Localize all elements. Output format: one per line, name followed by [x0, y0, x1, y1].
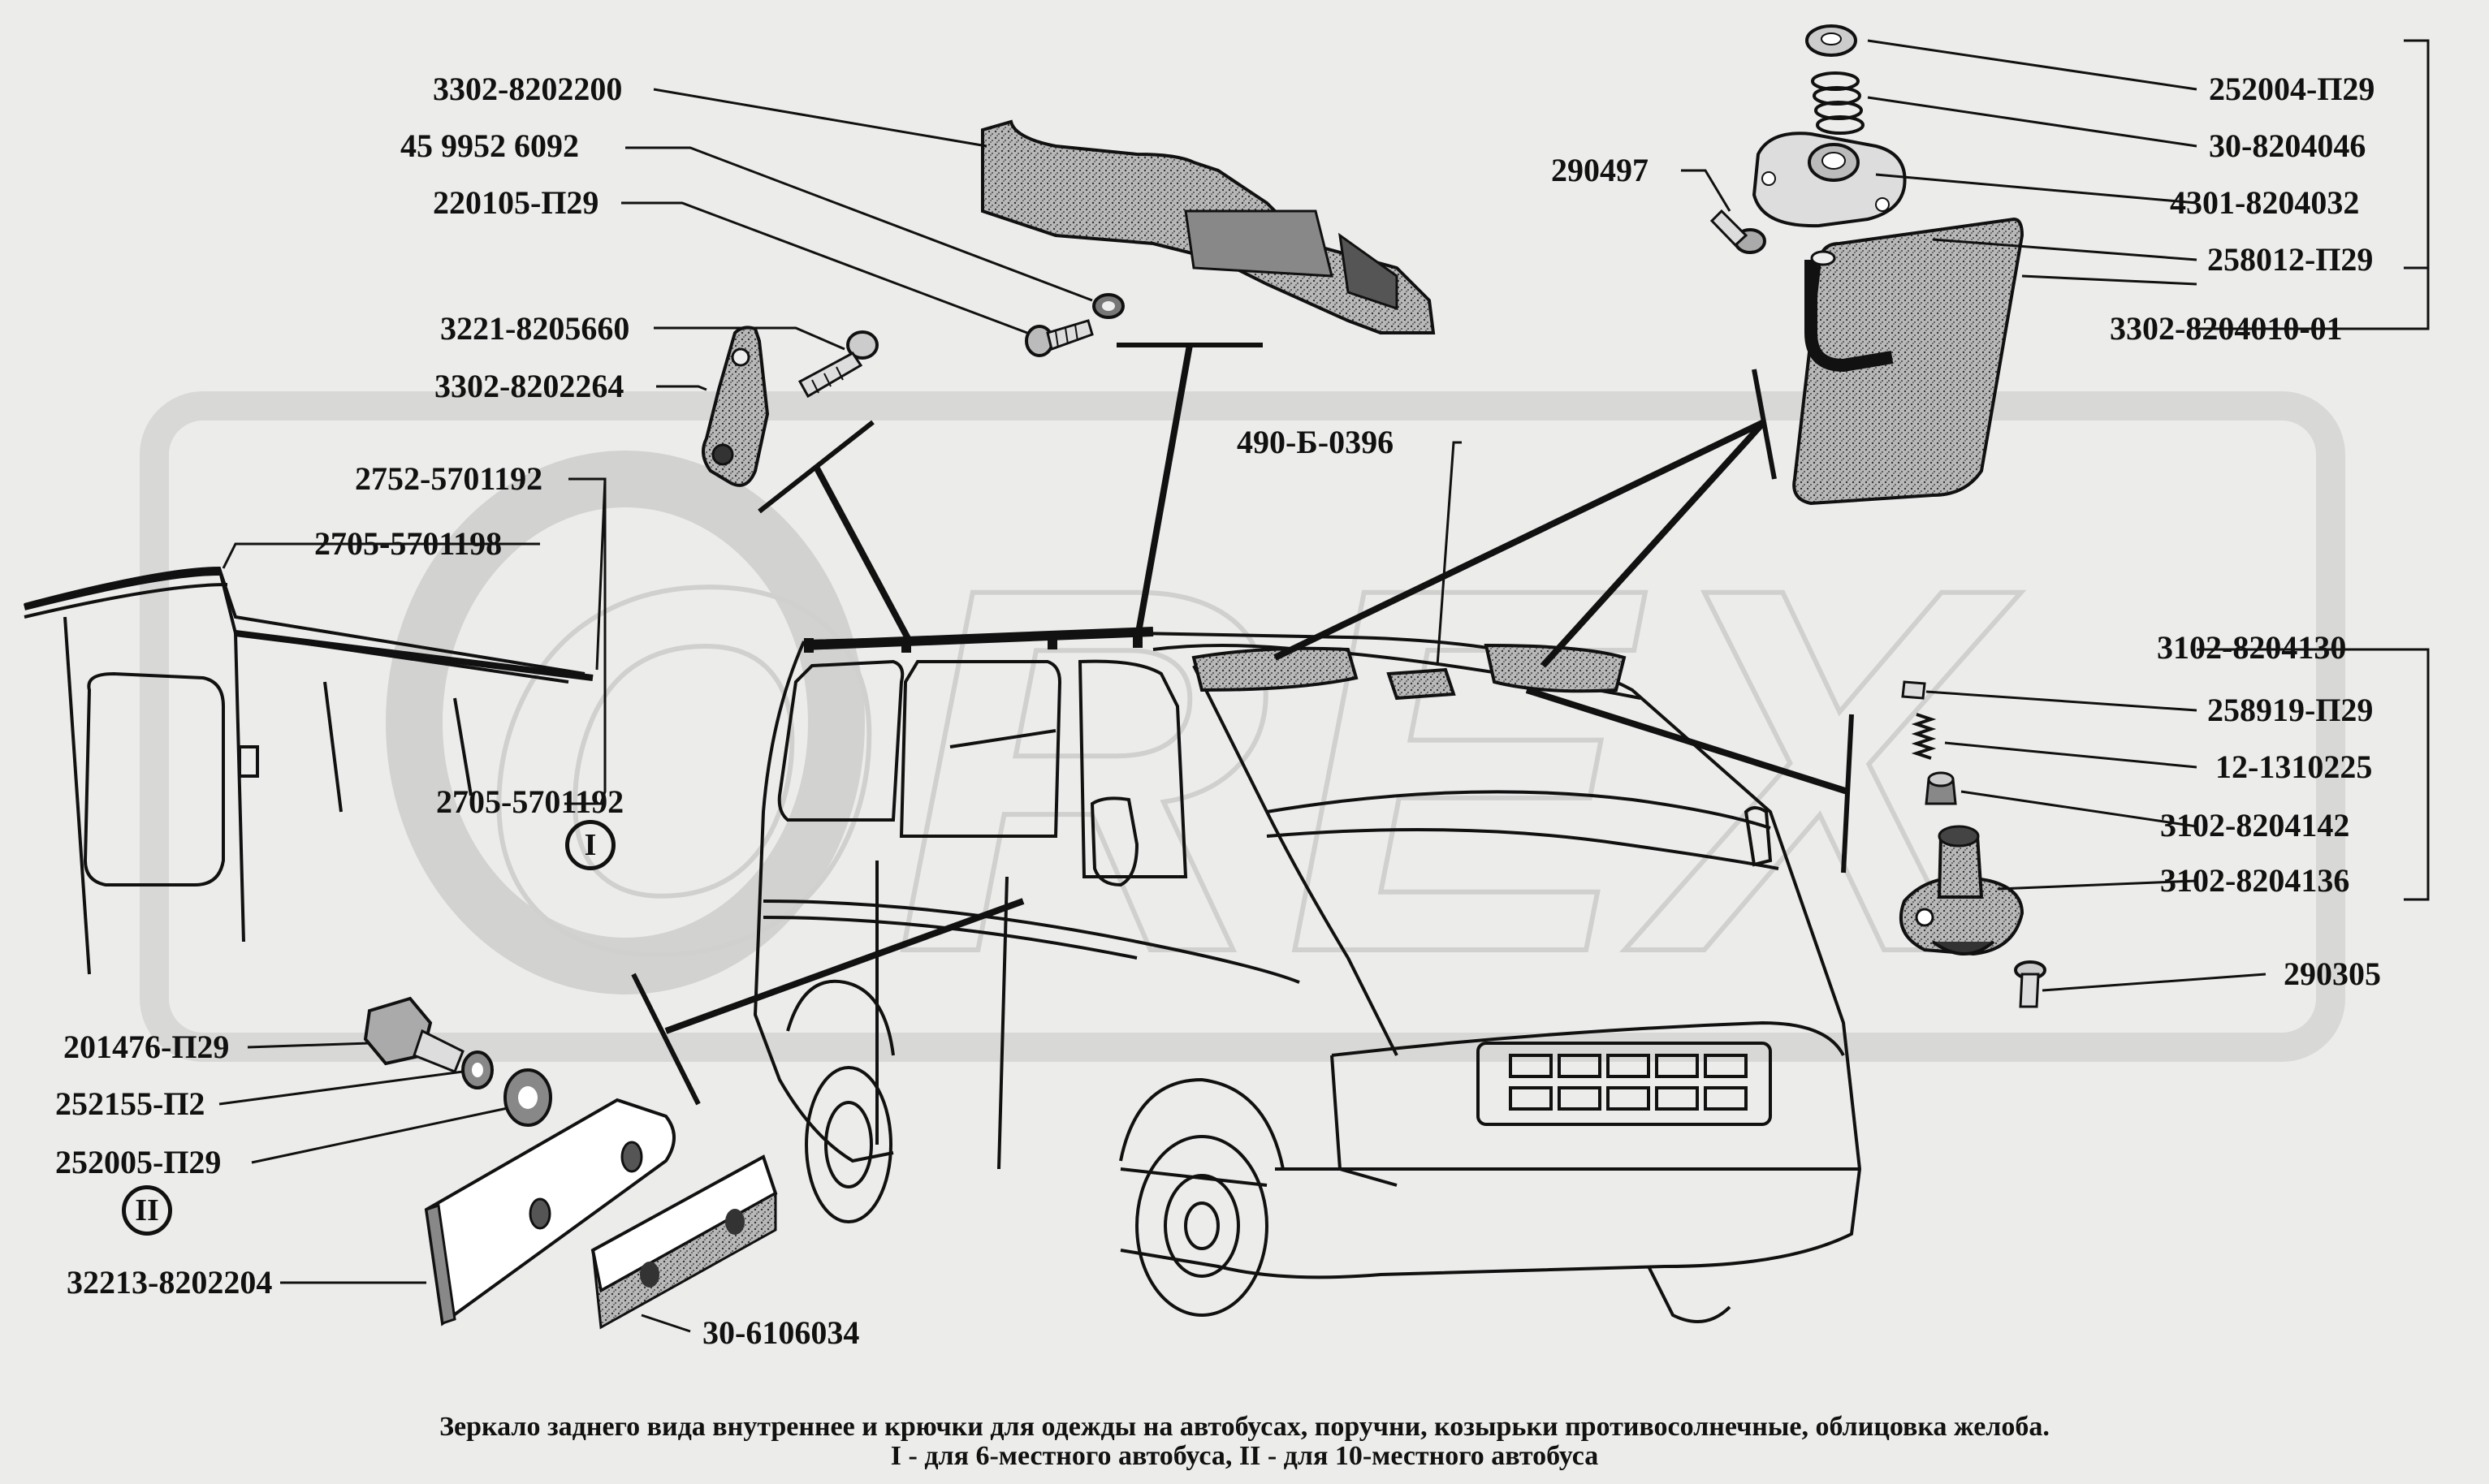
label-290497: 290497 — [1551, 152, 1649, 188]
roman-marker-II: II — [122, 1185, 172, 1236]
caption-line-1: Зеркало заднего вида внутреннее и крючки… — [439, 1412, 2050, 1442]
sunvisor-bracket-part — [1752, 132, 1907, 228]
mirror-pin-part — [1901, 680, 1926, 700]
van-side-panel — [24, 566, 586, 975]
hook-part — [702, 326, 770, 487]
mirror-spring-part — [1911, 713, 1937, 760]
label-3102-8204136: 3102-8204136 — [2160, 862, 2350, 899]
handrail-bracket-part — [981, 119, 1436, 334]
label-252005-P29: 252005-П29 — [55, 1144, 222, 1180]
mirror-base-part — [1899, 825, 2024, 956]
interior-mirror — [1386, 667, 1456, 701]
sun-visor-left — [1191, 646, 1359, 692]
label-4301-8204032: 4301-8204032 — [2170, 184, 2360, 221]
sunvisor-part — [1792, 217, 2024, 506]
label-3302-8204010-01: 3302-8204010-01 — [2110, 310, 2343, 347]
mirror-ball-part — [1925, 771, 1957, 805]
watermark-logo — [140, 391, 2345, 1062]
label-2705-5701198: 2705-5701198 — [314, 525, 503, 562]
label-30-6106034: 30-6106034 — [702, 1314, 860, 1351]
label-290305: 290305 — [2284, 956, 2381, 992]
label-45-9952-6092: 45 9952 6092 — [400, 127, 579, 164]
trim-washer-small-part — [461, 1050, 494, 1089]
label-30-8204046: 30-8204046 — [2209, 127, 2366, 164]
label-252004-P29: 252004-П29 — [2209, 71, 2375, 107]
screw-part — [1025, 319, 1094, 357]
label-12-1310225: 12-1310225 — [2215, 748, 2373, 785]
label-2752-5701192: 2752-5701192 — [355, 460, 543, 497]
roman-marker-I: I — [565, 820, 616, 870]
label-2705-5701192: 2705-5701192 — [436, 783, 624, 820]
label-3302-8202264: 3302-8202264 — [434, 368, 624, 404]
label-258012-P29: 258012-П29 — [2207, 241, 2374, 278]
trim-strip-part — [590, 1154, 778, 1330]
label-201476-P29: 201476-П29 — [63, 1029, 230, 1065]
mirror-screw-part — [2014, 960, 2046, 1008]
washer-part — [1092, 293, 1125, 319]
sunvisor-washer-part — [1805, 24, 1857, 57]
trim-plate-part — [424, 1098, 676, 1327]
label-490-B-0396: 490-Б-0396 — [1237, 424, 1394, 460]
caption-line-2: I - для 6-местного автобуса, II - для 10… — [890, 1441, 1599, 1471]
hook-screw-part — [797, 330, 879, 399]
label-3302-8202200: 3302-8202200 — [433, 71, 623, 107]
label-3221-8205660: 3221-8205660 — [440, 310, 630, 347]
leader-thick — [664, 344, 1849, 1034]
gutter-trim — [24, 569, 1154, 681]
leader-lines — [218, 39, 2430, 1333]
label-258919-P29: 258919-П29 — [2207, 692, 2374, 728]
label-220105-P29: 220105-П29 — [433, 184, 599, 221]
trim-washer-large-part — [503, 1068, 552, 1127]
sunvisor-spring-part — [1811, 71, 1865, 135]
sunvisor-screw-part — [1709, 209, 1766, 254]
label-3102-8204142: 3102-8204142 — [2160, 807, 2350, 843]
label-3102-8204130: 3102-8204130 — [2157, 629, 2347, 666]
label-252155-P2: 252155-П2 — [55, 1085, 205, 1122]
label-32213-8202204: 32213-8202204 — [67, 1264, 273, 1301]
sun-visor-right — [1484, 643, 1627, 693]
